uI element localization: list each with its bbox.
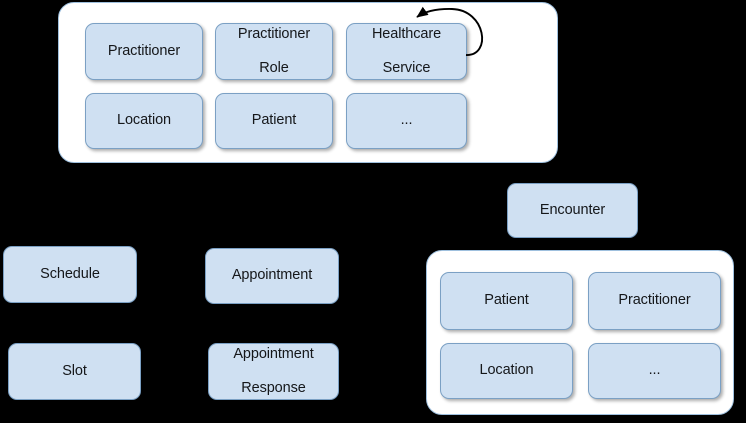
entity-label: ... xyxy=(648,362,661,379)
entity-appointment[interactable]: Appointment xyxy=(205,248,339,304)
entity-encounter[interactable]: Encounter xyxy=(507,183,638,238)
entity-label: Slot xyxy=(62,362,87,379)
entity-label: ... xyxy=(400,112,413,129)
entity-label: Encounter xyxy=(539,201,606,218)
entity-label-line1: Healthcare xyxy=(371,25,442,42)
entity-patient-top[interactable]: Patient xyxy=(215,93,333,149)
entity-label: Practitioner xyxy=(618,292,691,309)
entity-patient-encounter[interactable]: Patient xyxy=(440,272,573,330)
entity-practitioner-top[interactable]: Practitioner xyxy=(85,23,203,80)
entity-label: Healthcare Service xyxy=(364,26,449,77)
entity-label: Appointment xyxy=(231,267,313,284)
entity-label: Practitioner Role xyxy=(230,26,318,77)
edge-label-offeredin: offeredIn xyxy=(483,18,536,33)
entity-schedule[interactable]: Schedule xyxy=(3,246,137,303)
entity-healthcare-service[interactable]: Healthcare Service xyxy=(346,23,467,80)
entity-label-line2: Response xyxy=(241,380,306,397)
entity-label-line1: Appointment xyxy=(233,345,314,362)
entity-label-line2: Role xyxy=(259,60,289,77)
entity-label: Location xyxy=(116,112,172,129)
entity-label: Patient xyxy=(484,292,529,309)
entity-appointment-response[interactable]: Appointment Response xyxy=(208,343,339,400)
entity-practitioner-encounter[interactable]: Practitioner xyxy=(588,272,721,330)
entity-location-top[interactable]: Location xyxy=(85,93,203,149)
entity-label-line1: Practitioner xyxy=(237,25,311,42)
entity-slot[interactable]: Slot xyxy=(8,343,141,400)
entity-label: Patient xyxy=(251,112,297,129)
entity-label: Appointment Response xyxy=(225,346,321,397)
entity-label: Practitioner xyxy=(107,42,181,59)
entity-label-line2: Service xyxy=(382,60,431,77)
entity-ellipsis-encounter[interactable]: ... xyxy=(588,343,721,399)
entity-label: Location xyxy=(479,362,534,379)
entity-ellipsis-top[interactable]: ... xyxy=(346,93,467,149)
entity-location-encounter[interactable]: Location xyxy=(440,343,573,399)
entity-label: Schedule xyxy=(40,265,100,282)
entity-practitioner-role[interactable]: Practitioner Role xyxy=(215,23,333,80)
